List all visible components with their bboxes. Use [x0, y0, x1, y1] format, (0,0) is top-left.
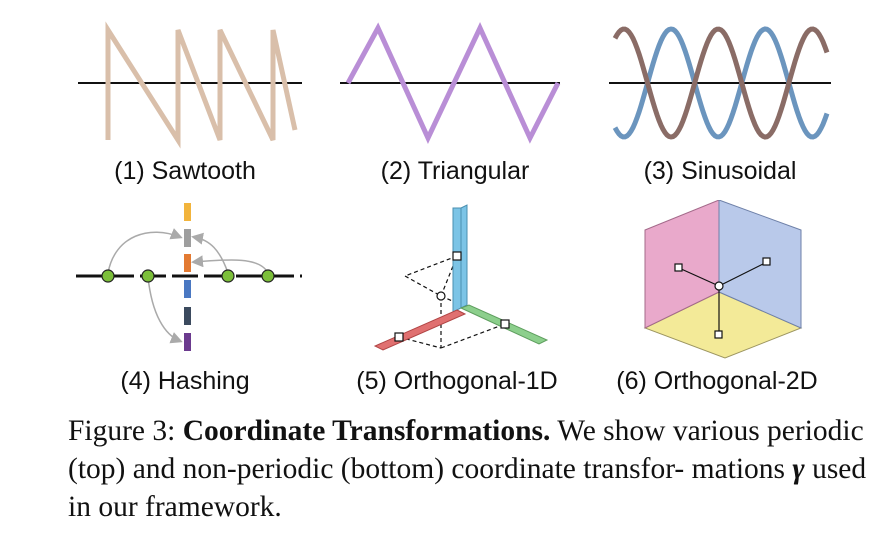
orthogonal-1d-label: (5) Orthogonal-1D [356, 367, 558, 395]
hash-cell [184, 229, 191, 247]
z-axis-bar-side [460, 204, 468, 309]
projection-guides [678, 261, 768, 334]
sawtooth-label: (1) Sawtooth [114, 157, 256, 185]
sinusoidal-panel [605, 20, 835, 150]
sawtooth-panel [70, 20, 310, 150]
y-marker [500, 319, 510, 329]
hashing-label: (4) Hashing [120, 367, 250, 395]
hashing-panel [70, 195, 310, 360]
caption-text-1: We show various periodic (top) and non-p… [68, 415, 864, 485]
hash-cell [184, 280, 191, 298]
sine-wave-blue [612, 26, 830, 140]
right-plane [718, 200, 802, 329]
sinusoidal-label: (3) Sinusoidal [643, 157, 797, 185]
hash-input-node [221, 269, 235, 283]
caption-prefix: Figure 3: [68, 415, 183, 447]
z-marker [452, 251, 462, 261]
hash-input-node [261, 269, 275, 283]
sawtooth-wave [105, 21, 298, 149]
triangular-plot [340, 22, 561, 144]
point-marker [714, 281, 724, 291]
hash-arrow [191, 232, 229, 274]
orthogonal-2d-panel [635, 200, 810, 360]
figure-caption: Figure 3: Coordinate Transformations. We… [68, 412, 868, 526]
hash-arrow [191, 255, 269, 274]
sinusoidal-plot [609, 26, 831, 140]
hash-cell [184, 333, 191, 351]
orthogonal-2d-diagram [643, 200, 803, 359]
caption-title: Coordinate Transformations. [182, 415, 551, 447]
hash-cell [184, 307, 191, 325]
x-axis-bar [373, 309, 467, 351]
hash-arrow [107, 228, 183, 274]
orthogonal-1d-panel [365, 200, 555, 365]
sawtooth-plot [78, 21, 302, 149]
caption-text-2: used in our framework. [68, 453, 867, 523]
left-marker [674, 263, 683, 272]
caption-symbol: γ [792, 453, 805, 485]
floor-marker [714, 330, 723, 339]
hash-input-node [101, 269, 115, 283]
triangular-label: (2) Triangular [380, 157, 530, 185]
x-marker [394, 332, 404, 342]
hashing-diagram [76, 203, 302, 351]
orthogonal-1d-diagram [373, 204, 549, 351]
point-marker [436, 291, 446, 301]
hash-arrow [147, 276, 183, 344]
sine-wave-brown [612, 26, 830, 140]
triangular-panel [340, 20, 570, 150]
hash-cell [184, 203, 191, 221]
orthogonal-2d-label: (6) Orthogonal-2D [616, 367, 818, 395]
hash-cell [184, 254, 191, 272]
triangular-wave [345, 22, 561, 144]
hash-input-node [141, 269, 155, 283]
right-marker [762, 257, 771, 266]
